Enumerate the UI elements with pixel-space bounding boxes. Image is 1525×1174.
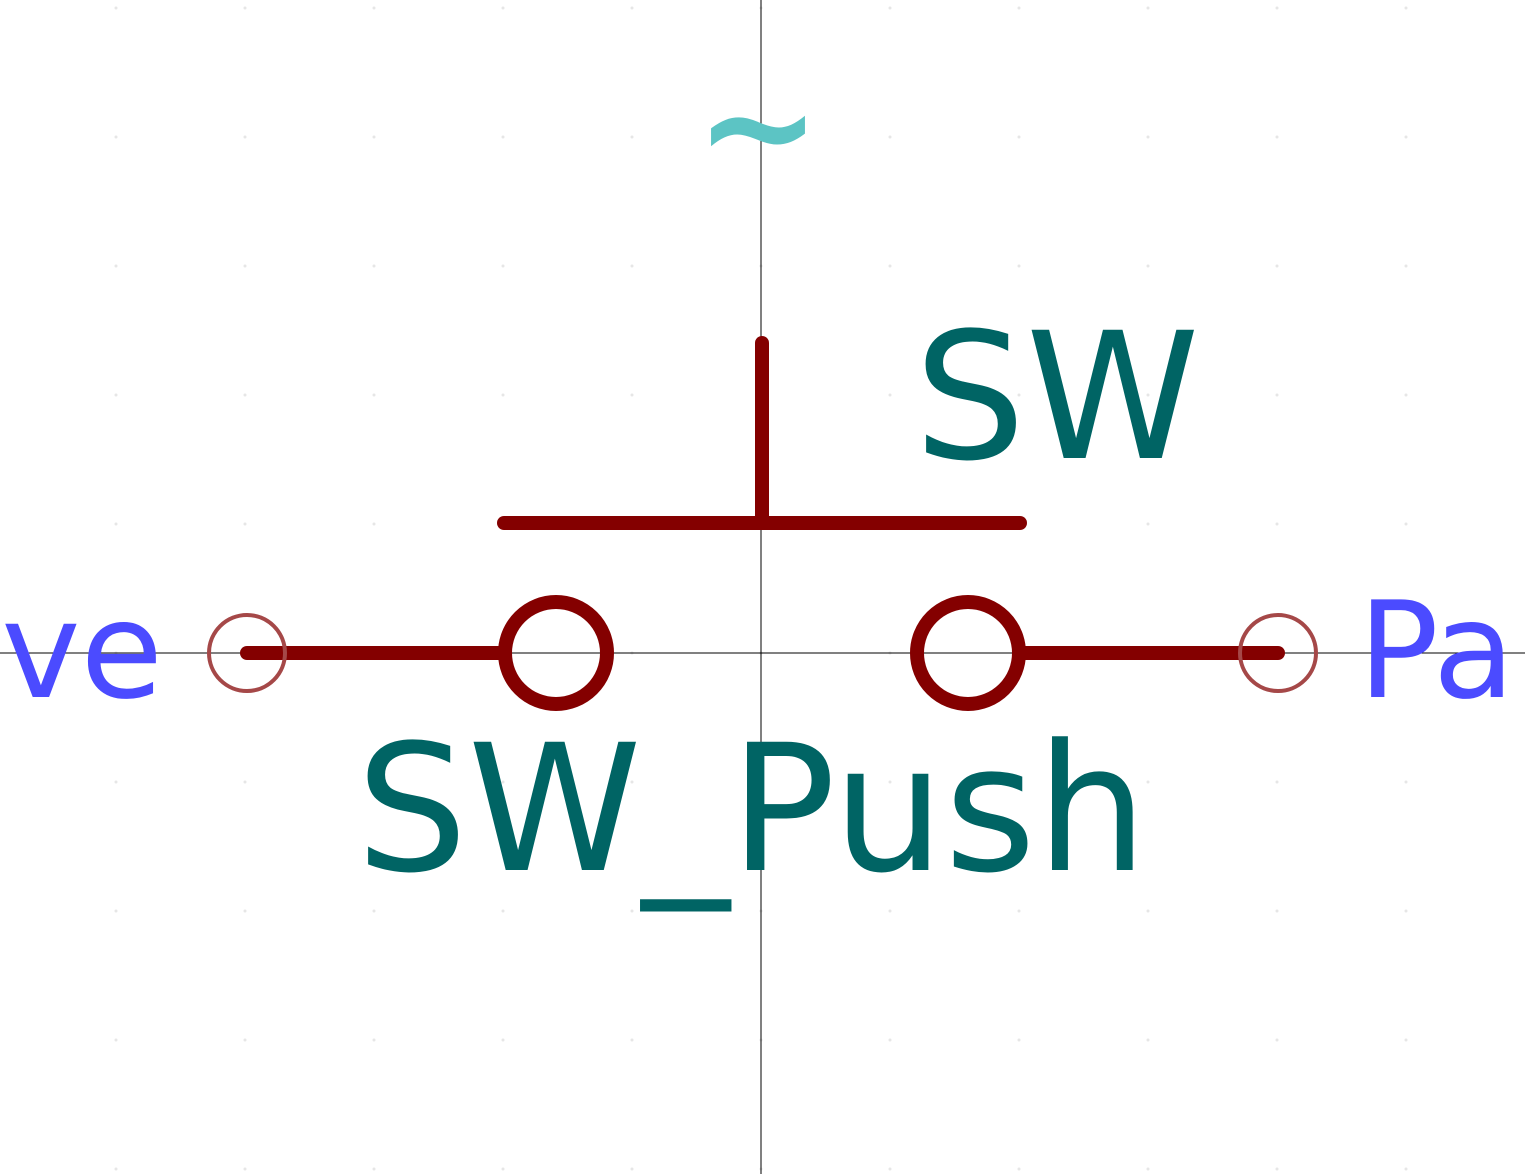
- grid-dot: [501, 780, 505, 784]
- grid-dot: [1017, 393, 1021, 397]
- grid-dot: [1275, 1038, 1279, 1042]
- grid-dot: [1275, 1167, 1279, 1171]
- grid-dot: [888, 264, 892, 268]
- grid-dot: [1146, 909, 1150, 913]
- grid-dot: [1404, 522, 1408, 526]
- grid-dot: [243, 1038, 247, 1042]
- grid-dot: [630, 1167, 634, 1171]
- grid-dot: [372, 393, 376, 397]
- grid-dot: [1017, 264, 1021, 268]
- grid-dot: [888, 1167, 892, 1171]
- grid-dot: [1017, 909, 1021, 913]
- right-pin-type-label: Pa: [1358, 573, 1515, 729]
- grid-dot: [243, 393, 247, 397]
- grid-dot: [1275, 780, 1279, 784]
- grid-dot: [372, 522, 376, 526]
- grid-dot: [243, 6, 247, 10]
- grid-dot: [630, 135, 634, 139]
- left-pin-type-label: ive: [0, 573, 163, 729]
- grid-dot: [114, 1167, 118, 1171]
- grid-dot: [1275, 909, 1279, 913]
- grid-dot: [243, 135, 247, 139]
- grid-dot: [1275, 522, 1279, 526]
- grid-dot: [1404, 264, 1408, 268]
- grid-dot: [630, 909, 634, 913]
- grid-dot: [372, 780, 376, 784]
- grid-dot: [372, 1167, 376, 1171]
- left-pin-endpoint[interactable]: [207, 613, 287, 693]
- grid-dot: [114, 522, 118, 526]
- grid-dot: [372, 264, 376, 268]
- grid-dot: [501, 6, 505, 10]
- grid-dot: [888, 393, 892, 397]
- grid-dot: [1404, 780, 1408, 784]
- grid-dot: [1017, 135, 1021, 139]
- grid-dot: [501, 264, 505, 268]
- unit-marker: ~: [695, 40, 821, 214]
- grid-dot: [1017, 780, 1021, 784]
- grid-dot: [372, 1038, 376, 1042]
- grid-dot: [1017, 1038, 1021, 1042]
- grid-dot: [114, 780, 118, 784]
- grid-dot: [1017, 1167, 1021, 1171]
- grid-dot: [630, 264, 634, 268]
- grid-dot: [630, 780, 634, 784]
- grid-dot: [888, 6, 892, 10]
- grid-dot: [1146, 135, 1150, 139]
- grid-dot: [888, 1038, 892, 1042]
- grid-dot: [630, 1038, 634, 1042]
- grid-dot: [372, 6, 376, 10]
- grid-dot: [243, 1167, 247, 1171]
- grid-dot: [1146, 393, 1150, 397]
- grid-dot: [243, 522, 247, 526]
- grid-dot: [372, 909, 376, 913]
- grid-dot: [1146, 780, 1150, 784]
- grid-dot: [1146, 264, 1150, 268]
- grid-dot: [1404, 135, 1408, 139]
- grid-dot: [501, 135, 505, 139]
- grid-dot: [1275, 6, 1279, 10]
- grid-dot: [501, 1038, 505, 1042]
- grid-dot: [630, 393, 634, 397]
- grid-dot: [1404, 393, 1408, 397]
- grid-dot: [1146, 1167, 1150, 1171]
- grid-dot: [1146, 522, 1150, 526]
- value-label[interactable]: SW_Push: [356, 707, 1148, 912]
- grid-dot: [1404, 6, 1408, 10]
- grid-dot: [888, 135, 892, 139]
- grid-dot: [114, 6, 118, 10]
- grid-dot: [501, 909, 505, 913]
- grid-dot: [243, 780, 247, 784]
- grid-dot: [630, 6, 634, 10]
- grid-dot: [888, 909, 892, 913]
- grid-dot: [372, 135, 376, 139]
- grid-dot: [114, 393, 118, 397]
- grid-dot: [243, 909, 247, 913]
- grid-dot: [888, 780, 892, 784]
- grid-dot: [1146, 1038, 1150, 1042]
- grid-dot: [1404, 1167, 1408, 1171]
- grid-dot: [1275, 393, 1279, 397]
- grid-dot: [114, 909, 118, 913]
- grid-dot: [114, 1038, 118, 1042]
- grid-dot: [114, 264, 118, 268]
- grid-dot: [1404, 1038, 1408, 1042]
- grid-dot: [1275, 264, 1279, 268]
- grid-dot: [243, 264, 247, 268]
- grid-dot: [1017, 6, 1021, 10]
- grid-dot: [114, 135, 118, 139]
- grid-dot: [501, 393, 505, 397]
- grid-dot: [1275, 135, 1279, 139]
- reference-label[interactable]: SW: [914, 295, 1200, 500]
- grid-dot: [1146, 6, 1150, 10]
- grid-dot: [501, 1167, 505, 1171]
- right-pin-endpoint[interactable]: [1238, 613, 1318, 693]
- grid-dot: [1404, 909, 1408, 913]
